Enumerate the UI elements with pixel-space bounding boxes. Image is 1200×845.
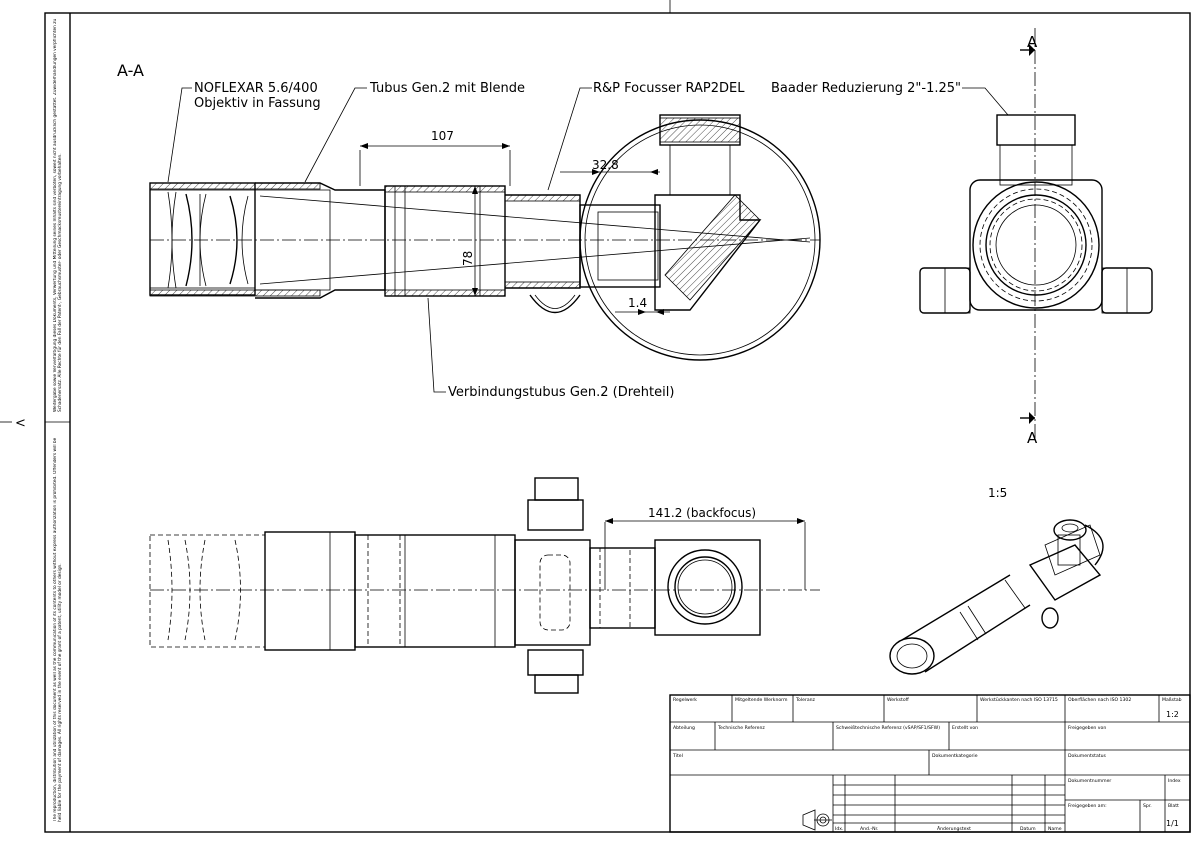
dimension-107: 107 (359, 129, 511, 186)
tb-rev-text: Änderungstext (937, 825, 971, 832)
tb-blatt: Blatt (1168, 803, 1179, 809)
svg-text:141.2 (backfocus): 141.2 (backfocus) (648, 506, 756, 520)
tb-titel: Titel (672, 753, 683, 759)
tb-rev-datum: Datum (1020, 826, 1036, 832)
section-marker-bottom: A (1027, 429, 1038, 447)
tb-werkstueckkanten: Werkstückkanten nach ISO 13715 (980, 697, 1058, 703)
svg-text:32.8: 32.8 (592, 158, 619, 172)
tb-erstellt: Erstellt von (952, 725, 978, 731)
label-reducer: Baader Reduzierung 2"-1.25" (771, 81, 1009, 116)
tb-rev-idx: Idx. (835, 826, 843, 832)
dimension-1-4: 1.4 (615, 296, 670, 315)
label-connector: Verbindungstubus Gen.2 (Drehteil) (427, 297, 674, 400)
tb-rev-name: Name (1048, 826, 1062, 832)
end-view (919, 28, 1153, 440)
iso-scale-label: 1:5 (988, 486, 1007, 500)
section-label: A-A (117, 61, 144, 80)
tb-dokumentstatus: Dokumentstatus (1068, 753, 1107, 759)
svg-text:Baader Reduzierung 2"-1.25": Baader Reduzierung 2"-1.25" (771, 81, 961, 96)
svg-text:107: 107 (431, 129, 454, 143)
tb-schweiss-referenz: Schweißtechnische Referenz (vSAP/SF1/SFW… (836, 725, 940, 731)
projection-symbol-icon (802, 809, 832, 831)
svg-text:R&P Focusser RAP2DEL: R&P Focusser RAP2DEL (593, 81, 745, 96)
svg-text:NOFLEXAR 5.6/400: NOFLEXAR 5.6/400 (194, 81, 318, 96)
tb-massstab-value: 1:2 (1166, 710, 1179, 719)
tb-sprache: Spr. (1143, 803, 1152, 809)
dimension-78: 78 (461, 186, 478, 296)
isometric-view (889, 519, 1104, 675)
tb-index: Index (1168, 778, 1181, 784)
tb-technische-referenz: Technische Referenz (717, 725, 765, 731)
dimension-backfocus: 141.2 (backfocus) (604, 506, 806, 590)
label-focuser: R&P Focusser RAP2DEL (547, 81, 745, 191)
tb-massstab: Maßstab (1162, 697, 1182, 703)
title-block (669, 694, 1191, 833)
tb-freigegeben-am: Freigegeben am: (1068, 803, 1107, 809)
svg-text:Tubus Gen.2 mit Blende: Tubus Gen.2 mit Blende (369, 81, 525, 96)
tb-dokumentkategorie: Dokumentkategorie (932, 753, 978, 759)
tb-freigegeben-von: Freigegeben von (1068, 725, 1106, 731)
side-note-german: Weitergabe sowie Vervielfältigung dieses… (53, 19, 63, 412)
label-objective: NOFLEXAR 5.6/400 Objektiv in Fassung (167, 81, 321, 183)
tb-oberflaechen: Oberflächen nach ISO 1302 (1068, 697, 1131, 703)
tb-rev-aend: And.-Nr. (860, 826, 878, 832)
tb-abteilung: Abteilung (673, 725, 695, 731)
dimension-32-8: 32.8 (560, 158, 660, 175)
tb-werkstoff: Werkstoff (887, 697, 910, 703)
fold-mark-icon: < (15, 416, 26, 431)
tb-regelwerk: Regelwerk (673, 697, 697, 703)
tb-blatt-value: 1/1 (1166, 819, 1179, 828)
svg-text:1.4: 1.4 (628, 296, 647, 310)
section-marker-top: A (1027, 33, 1038, 51)
side-view (149, 477, 820, 694)
sheet-frame (0, 0, 1191, 833)
section-view (149, 114, 821, 361)
label-tube: Tubus Gen.2 mit Blende (304, 81, 525, 183)
tb-werknorm: Mitgeltende Werknorm (735, 697, 788, 703)
tb-dokumentnummer: Dokumentnummer (1068, 778, 1111, 784)
svg-text:78: 78 (461, 251, 475, 266)
svg-text:Objektiv in Fassung: Objektiv in Fassung (194, 96, 321, 111)
tb-toleranz: Toleranz (795, 697, 816, 703)
svg-text:Verbindungstubus Gen.2 (Drehte: Verbindungstubus Gen.2 (Drehteil) (448, 385, 674, 400)
side-note-english: The reproduction, distribution and utili… (53, 438, 63, 822)
